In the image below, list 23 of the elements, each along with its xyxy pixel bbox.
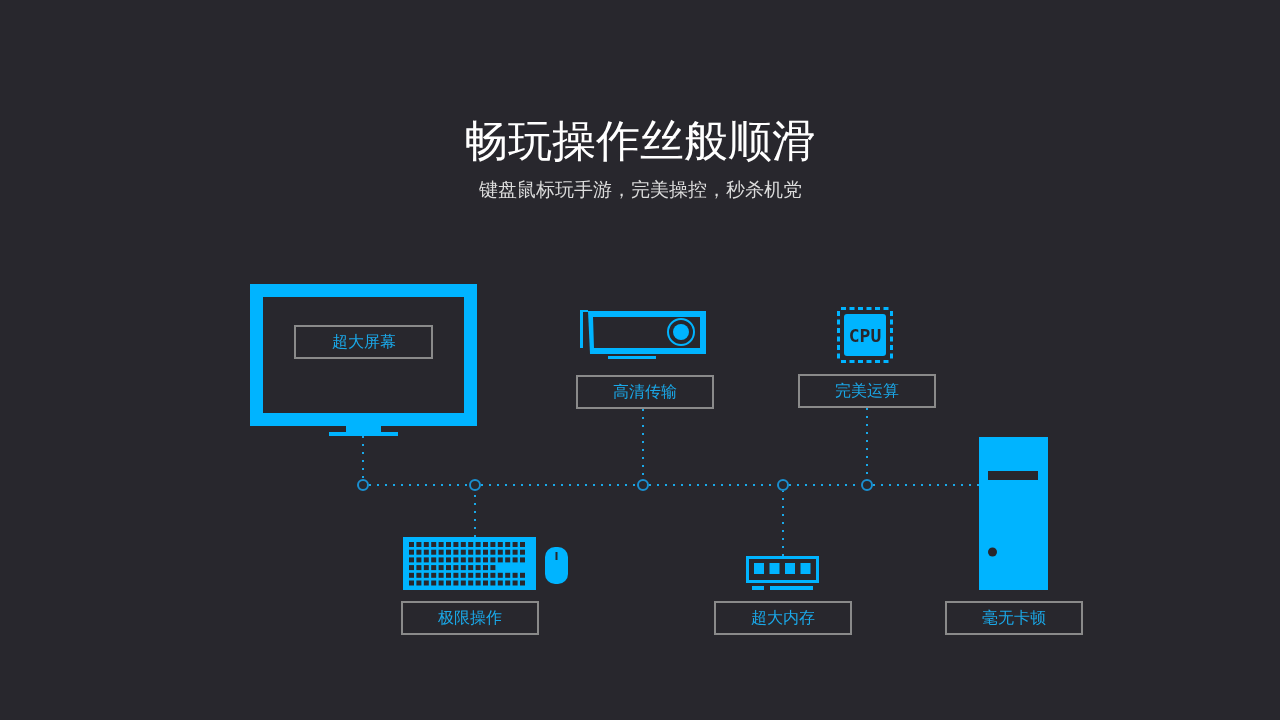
label-box: 完美运算 [798, 374, 936, 408]
dotted-connector [480, 484, 638, 486]
dotted-connector [362, 435, 364, 480]
title: 畅玩操作丝般顺滑 [463, 114, 817, 168]
monitor-drawing [250, 284, 477, 436]
label-box: 毫无卡顿 [945, 601, 1083, 635]
junction-circle [777, 479, 789, 491]
computer-tower [979, 437, 1048, 590]
memory-drawing [746, 556, 819, 590]
label-box: 超大屏幕 [294, 325, 433, 359]
chip-label: CPU [847, 323, 883, 348]
keyboard-drawing [403, 537, 536, 590]
junction-circle [357, 479, 369, 491]
dotted-connector [872, 484, 980, 486]
dotted-connector [782, 490, 784, 557]
label-box: 高清传输 [576, 375, 714, 409]
subtitle: 键盘鼠标玩手游，完美操控，秒杀机党 [477, 177, 803, 202]
label-box: 极限操作 [401, 601, 539, 635]
junction-circle [637, 479, 649, 491]
junction-circle [861, 479, 873, 491]
dotted-connector [368, 484, 470, 486]
junction-circle [469, 479, 481, 491]
label-box: 超大内存 [714, 601, 852, 635]
